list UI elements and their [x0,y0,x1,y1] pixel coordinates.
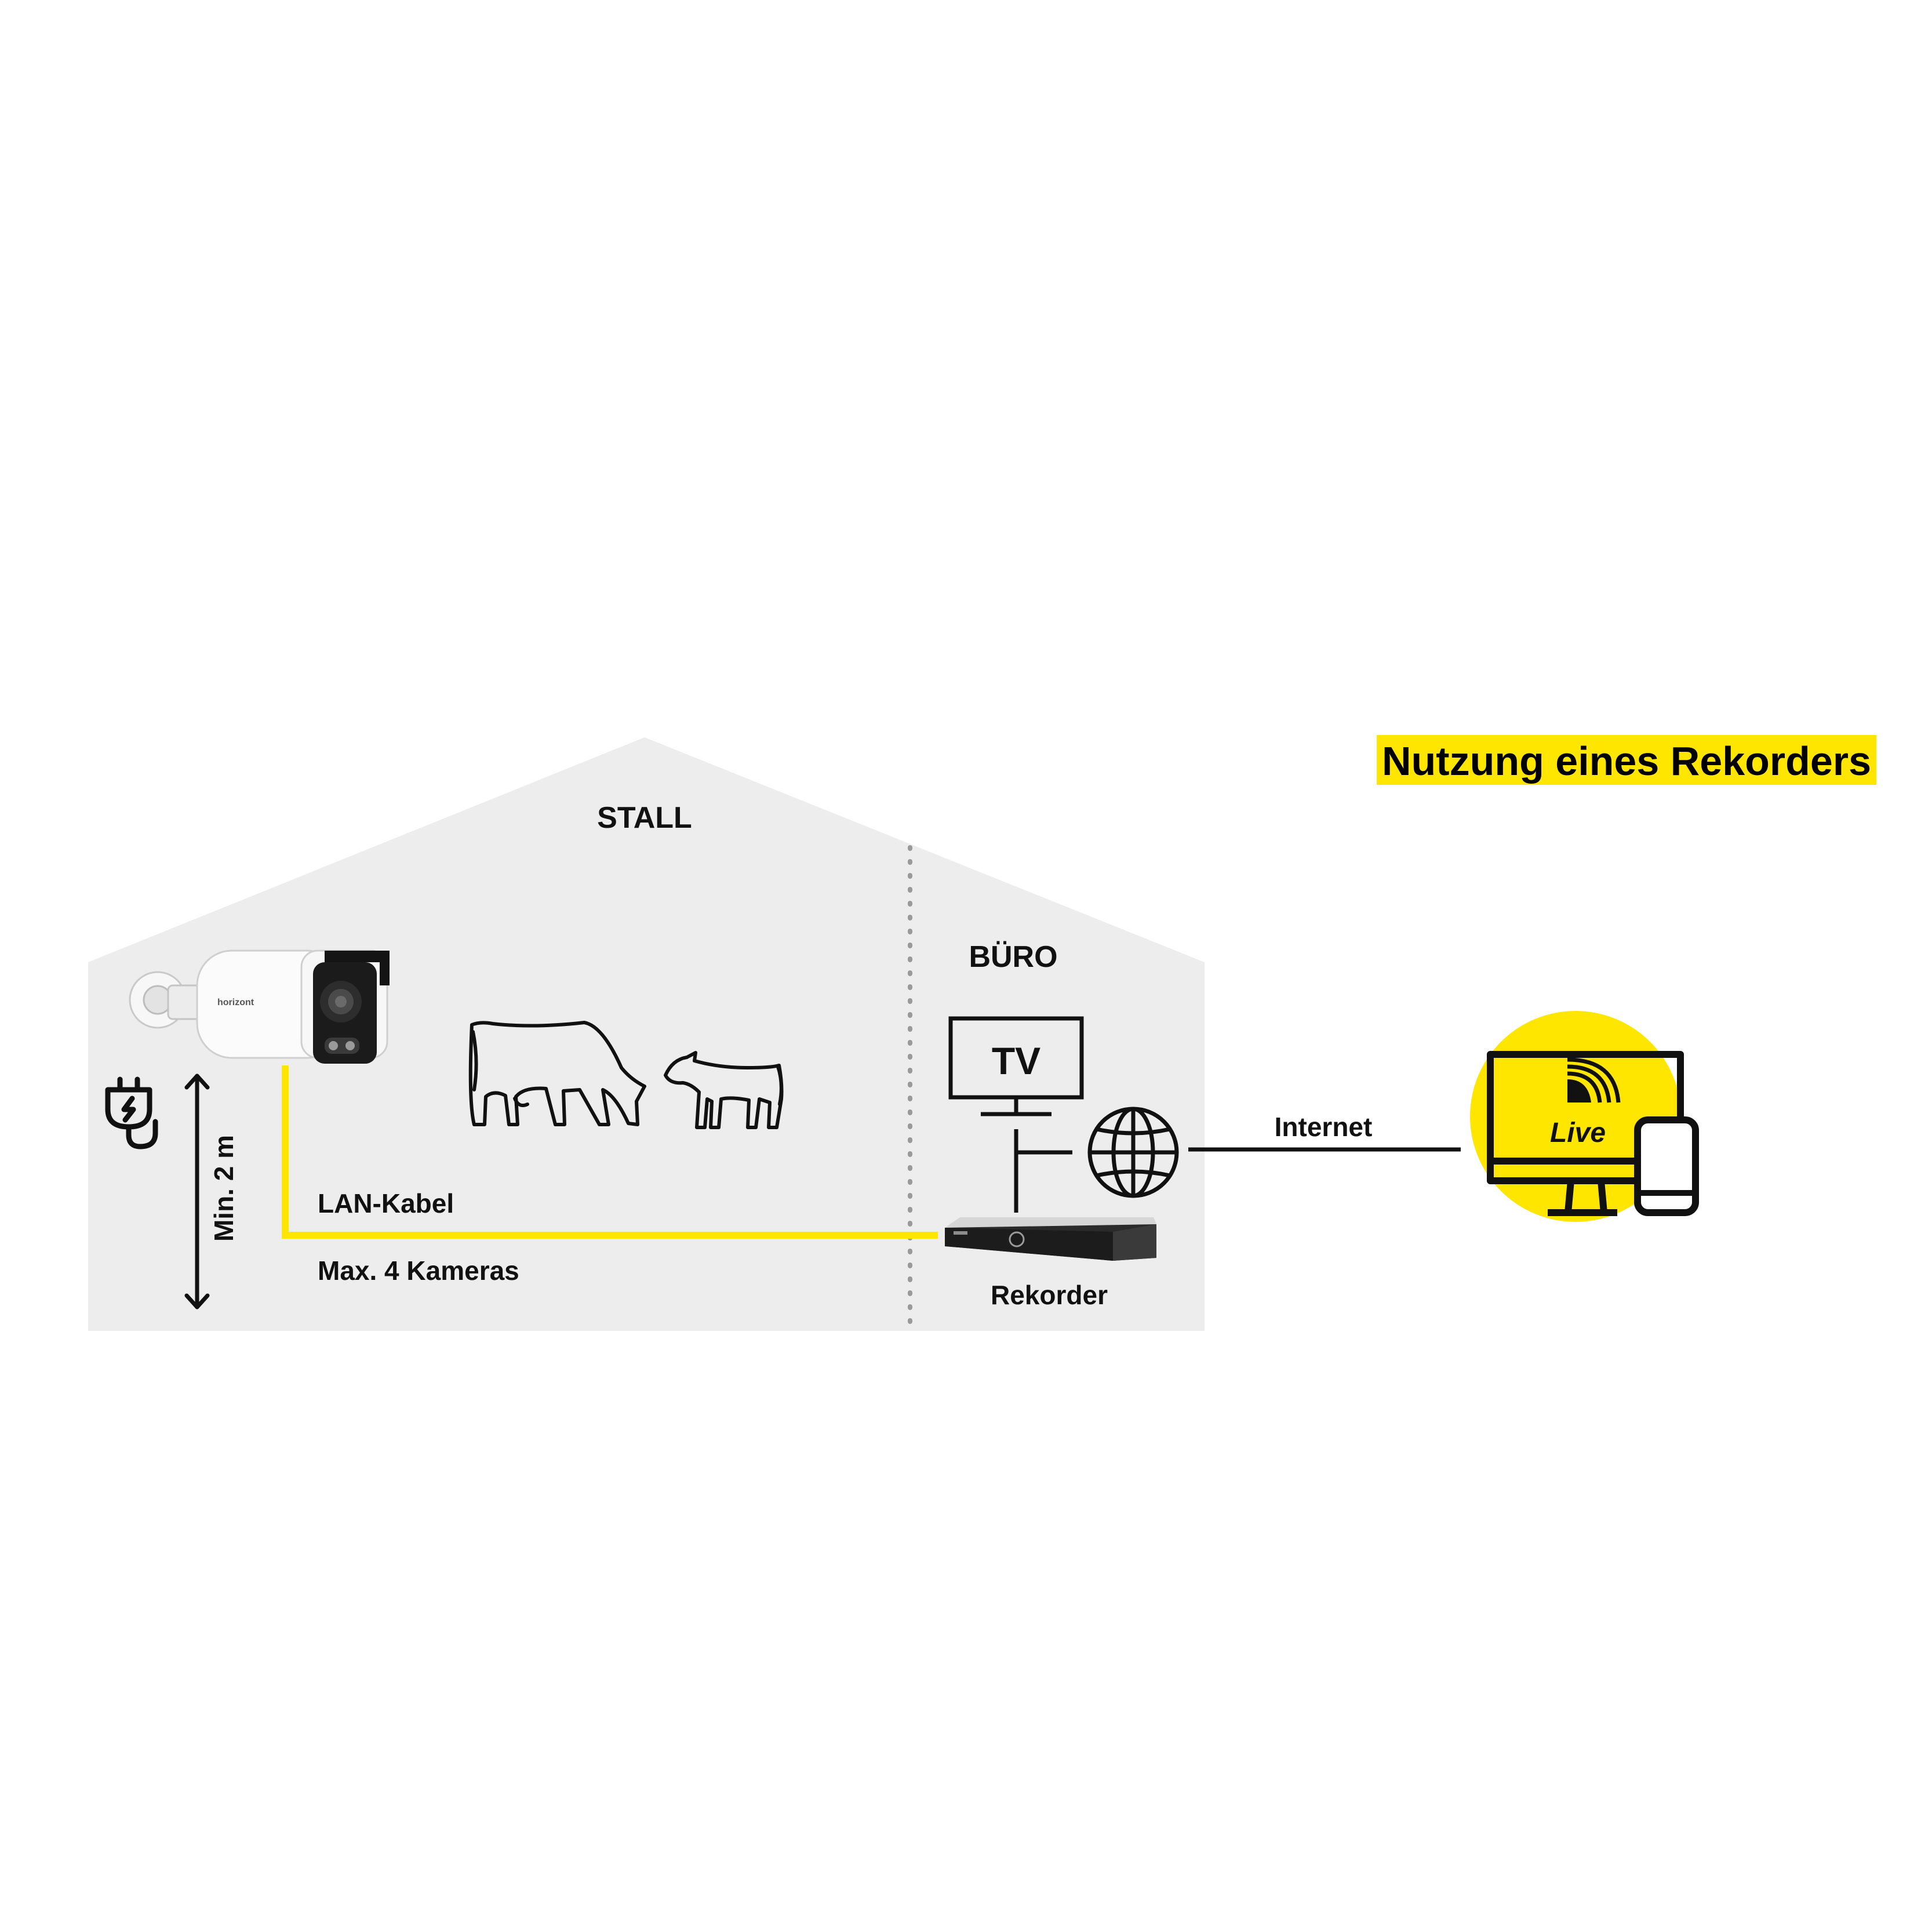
camera-brand-label: horizont [217,998,254,1007]
page-title: Nutzung eines Rekorders [1382,738,1871,784]
recorder-icon [945,1217,1156,1261]
live-stream-icon: Live [1550,1057,1621,1148]
lan-cable-label: LAN-Kabel [318,1188,454,1218]
tv-label: TV [992,1039,1040,1082]
recorder-label: Rekorder [991,1280,1108,1310]
stall-label: STALL [597,801,692,835]
title-highlight [1377,735,1876,785]
live-label: Live [1550,1118,1606,1148]
height-arrow-icon [184,1074,210,1309]
globe-icon [1087,1107,1179,1198]
cow-icon [468,1021,646,1126]
max-cameras-label: Max. 4 Kameras [318,1256,519,1286]
live-circle [1470,1011,1681,1222]
buero-label: BÜRO [969,940,1057,974]
calf-icon [664,1051,784,1129]
building-shape [88,737,1205,1331]
plug-icon [105,1076,158,1149]
camera-icon: horizont [129,949,390,1064]
phone-icon [1634,1116,1699,1216]
internet-label: Internet [1275,1112,1373,1142]
min-height-label: Min. 2 m [209,1135,239,1242]
lan-cable [282,1065,938,1239]
title-group: Nutzung eines Rekorders [1377,735,1876,785]
tv-icon: TV [948,1016,1084,1116]
